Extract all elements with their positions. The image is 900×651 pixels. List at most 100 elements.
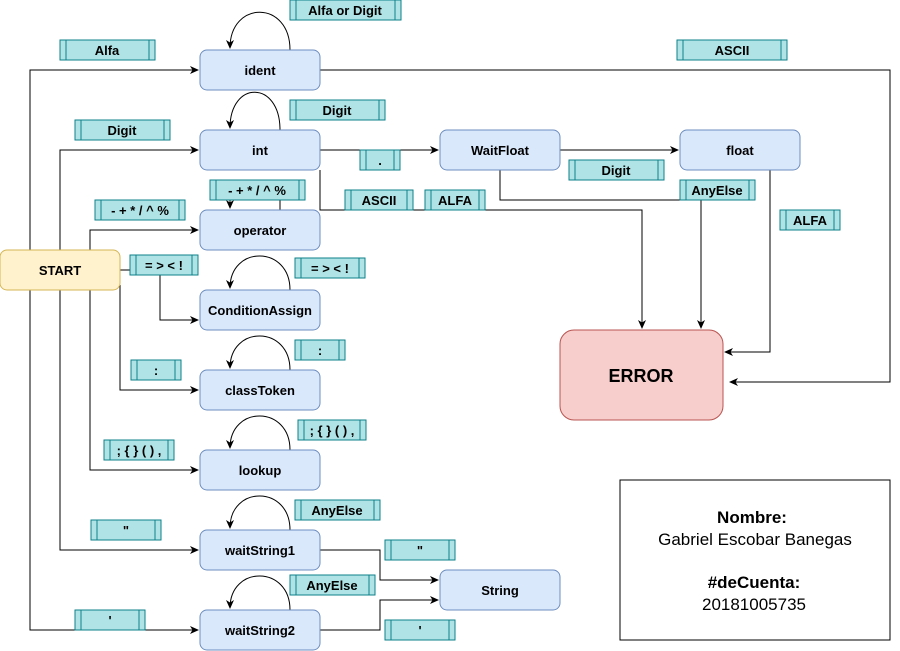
svg-text:Digit: Digit [602,163,632,178]
svg-text:ALFA: ALFA [793,213,828,228]
info-card: Nombre: Gabriel Escobar Banegas #deCuent… [619,479,891,641]
loop-ident [226,11,291,51]
edge-label-start-condition: = > < ! [129,254,199,276]
edge-label-start-ident: Alfa [59,39,156,61]
edge-label-condition-loop: = > < ! [294,257,366,279]
svg-text:.: . [378,153,382,168]
edge-ws1-string [320,549,439,584]
svg-text::: : [154,363,158,378]
edge-start-class [119,285,199,394]
edge-label-waitfloat-float: Digit [568,159,665,181]
svg-text:ALFA: ALFA [438,193,473,208]
edge-label-ws2-string: ' [384,619,456,641]
edge-label-start-int: Digit [74,119,171,141]
svg-text:= > < !: = > < ! [311,261,349,276]
edge-label-start-lookup: ; { } ( ) , [103,439,175,461]
loop-ws1 [226,495,291,531]
loop-class [226,335,291,371]
edge-label-operator-loop: - + * / ^ % [209,179,306,201]
edge-label-ws1-string: " [384,539,456,561]
svg-text:": " [123,523,129,538]
edge-start-ident [29,66,199,270]
edge-label-lookup-loop: ; { } ( ) , [297,419,367,441]
state-start-label: START [39,263,81,278]
state-wait-float: WaitFloat [439,129,561,171]
name-value: Gabriel Escobar Banegas [658,530,852,549]
edge-start-int [59,146,199,250]
state-condition-assign: ConditionAssign [199,289,321,331]
svg-text:': ' [108,613,111,628]
svg-text:Alfa: Alfa [95,43,120,58]
edge-waitfloat-error [499,170,705,329]
nodes: START ident int operator ConditionAssign… [0,49,801,651]
state-start: START [0,249,121,291]
svg-text:- + * / ^ %: - + * / ^ % [111,203,169,218]
state-error-label: ERROR [608,366,673,386]
edge-ws2-string [320,596,439,631]
name-label: Nombre: [717,508,787,527]
state-string: String [439,569,561,611]
loop-condition [226,255,291,291]
state-float-label: float [726,143,754,158]
svg-text:": " [417,543,423,558]
state-class-token: classToken [199,369,321,411]
svg-text:Digit: Digit [323,103,353,118]
edge-label-int-error-alfa: ALFA [424,189,486,211]
edge-label-ws1-loop: AnyElse [294,499,381,521]
edge-label-int-waitfloat: . [359,149,401,171]
account-value: 20181005735 [702,595,806,614]
loop-int [226,91,281,131]
edge-ident-error [320,69,891,386]
svg-text:ASCII: ASCII [715,43,750,58]
state-wait-float-label: WaitFloat [471,143,530,158]
state-ident: ident [199,49,321,91]
loop-ws2 [226,575,291,611]
edge-labels: Alfa Alfa or Digit ASCII Digit Digit . [59,0,841,641]
edge-label-int-loop: Digit [289,99,386,121]
svg-text:; { } ( ) ,: ; { } ( ) , [117,443,162,458]
svg-text:': ' [418,623,421,638]
edge-label-ident-error: ASCII [676,39,788,61]
svg-text:= > < !: = > < ! [145,258,183,273]
edge-float-error [724,170,771,356]
edge-label-class-loop: : [294,339,346,361]
edge-label-ident-loop: Alfa or Digit [289,0,402,21]
loop-operator [226,199,281,210]
state-string-label: String [481,583,519,598]
svg-text:- + * / ^ %: - + * / ^ % [228,183,286,198]
state-wait-string1-label: waitString1 [224,543,295,558]
state-float: float [679,129,801,171]
state-wait-string2-label: waitString2 [224,623,295,638]
state-condition-assign-label: ConditionAssign [208,303,312,318]
state-wait-string2: waitString2 [199,609,321,651]
svg-text::: : [318,343,322,358]
edge-label-ws2-loop: AnyElse [289,574,376,596]
state-operator: operator [199,209,321,251]
svg-text:AnyElse: AnyElse [691,183,742,198]
svg-text:ASCII: ASCII [362,193,397,208]
loop-lookup [226,415,291,451]
edge-start-operator [89,226,199,250]
state-int-label: int [252,143,269,158]
edge-start-ws1 [59,290,199,554]
svg-text:AnyElse: AnyElse [306,578,357,593]
state-ident-label: ident [244,63,276,78]
edge-label-start-ws1: " [90,519,162,541]
account-label: #deCuenta: [708,573,801,592]
state-lookup-label: lookup [239,463,282,478]
state-int: int [199,129,321,171]
edge-label-start-ws2: ' [74,609,146,631]
edge-label-start-operator: - + * / ^ % [94,199,186,221]
edge-label-start-class: : [130,359,182,381]
edge-label-float-error: ALFA [779,209,841,231]
state-operator-label: operator [234,223,287,238]
edge-start-condition [120,269,199,324]
svg-text:; { } ( ) ,: ; { } ( ) , [310,423,355,438]
edge-label-int-error-ascii: ASCII [344,189,414,211]
edge-label-waitfloat-error: AnyElse [679,179,756,201]
edge-start-lookup [89,290,199,474]
svg-text:Alfa or Digit: Alfa or Digit [308,3,382,18]
state-class-token-label: classToken [225,383,295,398]
state-error: ERROR [559,329,724,421]
